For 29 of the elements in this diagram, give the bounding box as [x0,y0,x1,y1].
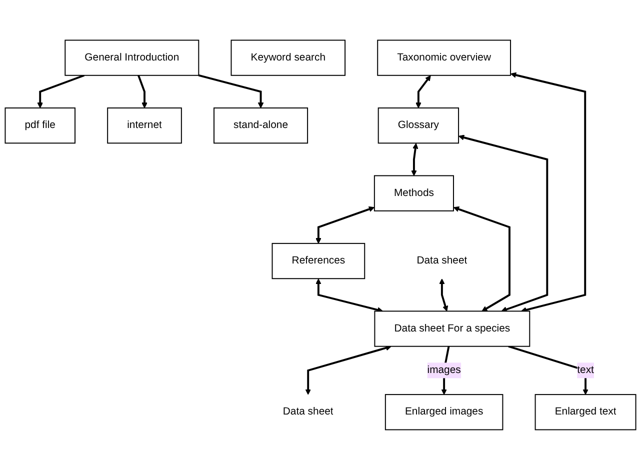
edge-label: text [577,364,594,376]
node-box: Keyword search [230,39,346,76]
arrow [37,74,85,108]
node-box: pdf file [4,107,76,144]
arrow [411,142,418,176]
arrow [138,74,148,108]
node-box: Taxonomic overview [377,39,512,76]
arrow [305,344,392,394]
node-text: Data sheet [416,254,468,266]
node-box: stand-alone [214,107,308,144]
node-box: Glossary [378,107,460,144]
arrow [316,206,374,244]
node-text: Data sheet [282,406,334,417]
edge-label: images [427,364,461,376]
node-box: Enlarged text [534,394,636,430]
node-box: Methods [374,174,454,211]
arrow [508,344,588,394]
node-box: Enlarged images [384,394,504,430]
node-box: References [272,242,366,279]
arrow [510,72,586,312]
node-box: Data sheet For a species [374,310,530,346]
arrow [458,134,548,312]
arrow [316,278,383,312]
node-box: internet [107,107,182,144]
arrow [453,206,510,311]
node-box: General Introduction [64,39,200,76]
arrow [198,74,264,108]
arrow [439,278,448,311]
arrow [416,74,431,108]
